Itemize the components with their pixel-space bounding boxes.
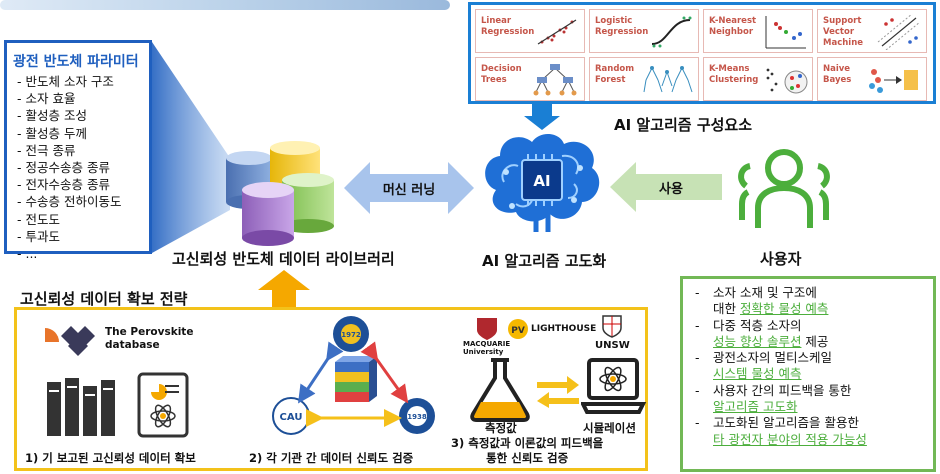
strategy-box: The Perovskite database 1) 기 보고된 고신뢰성 데이… [14,307,648,471]
algo-linear-regression: Linear Regression [475,9,585,53]
step3-label: 3) 측정값과 이론값의 피드백을 통한 신뢰도 검증 [451,436,604,465]
svg-text:PV: PV [511,326,525,336]
step1-label: 1) 기 보고된 고신뢰성 데이터 확보 [25,451,196,465]
feedback-arrows [537,376,579,408]
lighthouse-logo-icon: PV [508,319,528,339]
database-icon [226,141,334,246]
data-stack-icon [335,356,377,402]
library-label: 고신뢰성 반도체 데이터 라이브러리 [172,250,395,268]
seal-year-1972: 1972 [341,331,361,339]
ai-chip-label: AI [533,172,550,190]
usage-label: 사용 [659,181,683,197]
algo-naive-bayes: Naive Bayes [817,57,927,101]
algo-label: K-Nearest Neighbor [709,16,757,37]
measured-label: 측정값 [485,421,517,435]
parameter-item: - 투과도 [17,228,60,244]
laptop-simulation-icon [581,358,647,414]
algo-k-means-clustering: K-Means Clustering [703,57,813,101]
algo-label: K-Means Clustering [709,64,759,85]
simulation-label: 시뮬레이션 [583,421,636,435]
parameter-item: - 정공수송층 종류 [17,160,110,176]
macquarie-label: MACQUARIE University [463,340,511,356]
algo-label: Linear Regression [481,16,535,37]
algo-k-nearest-neighbor: K-Nearest Neighbor [703,9,813,53]
strategy-up-arrow [258,270,310,310]
algo-support-vector-machine: Support Vector Machine [817,9,927,53]
parameter-item: - 전극 종류 [17,142,76,158]
usage-arrow [610,162,722,212]
step2-label: 2) 각 기관 간 데이터 신뢰도 검증 [249,451,414,465]
machine-learning-arrow [344,162,474,214]
parameter-item: - ... [17,246,38,262]
user-label: 사용자 [760,250,802,268]
cau-logo-text: CAU [280,412,303,423]
users-icon [738,149,830,228]
institution-network: 1972 CAU 1938 [272,316,435,435]
decision-tree-icon [533,64,577,96]
parameter-funnel [152,42,230,253]
algo-down-arrow [524,104,560,130]
svm-icon [877,14,921,50]
ai-advance-label: AI 알고리즘 고도화 [482,252,607,270]
seal-year-1938: 1938 [407,413,427,421]
ai-brain-icon: AI [485,133,600,232]
algo-random-forest: Random Forest [589,57,699,101]
parameter-item: - 활성층 조성 [17,108,87,124]
scatter-line-icon [537,19,577,45]
algo-label: Decision Trees [481,64,522,85]
k-means-icon [766,68,808,94]
algo-label: Random Forest [595,64,635,85]
parameter-item: - 소자 효율 [17,91,76,107]
machine-learning-label: 머신 러닝 [382,182,436,198]
strategy-title: 고신뢰성 데이터 확보 전략 [20,290,188,308]
sigmoid-icon [651,16,692,48]
algo-label: Naive Bayes [823,64,852,85]
unsw-crest-icon [602,315,622,338]
naive-bayes-icon [869,69,918,93]
macquarie-logo-icon [477,318,497,340]
unsw-label: UNSW [595,340,630,351]
parameter-item: - 수송층 전하이동도 [17,194,122,210]
algorithm-components-title: AI 알고리즘 구성요소 [614,116,753,134]
parameter-box: 광전 반도체 파라미터 - 반도체 소자 구조 - 소자 효율 - 활성층 조성… [4,40,152,261]
random-forest-icon [643,66,693,93]
parameter-item: - 전도도 [17,211,60,227]
algorithm-components-box: Linear Regression Logistic Regression K-… [468,2,936,104]
lighthouse-label: LIGHTHOUSE [531,324,597,334]
algo-label: Logistic Regression [595,16,649,37]
perovskite-logo-icon [45,326,95,356]
perovskite-db-label: The Perovskite database [105,326,194,351]
flask-icon [470,358,530,422]
top-decor-bar [0,0,450,10]
parameter-item: - 반도체 소자 구조 [17,74,114,89]
algo-decision-trees: Decision Trees [475,57,585,101]
parameter-item: - 전자수송층 종류 [17,177,110,193]
parameter-item: - 활성층 두께 [17,125,87,141]
parameter-title: 광전 반도체 파라미터 [13,54,139,70]
report-icon [137,372,189,438]
books-icon [47,378,115,436]
parameter-list: - 반도체 소자 구조 - 소자 효율 - 활성층 조성 - 활성층 두께 - … [17,73,121,262]
algo-label: Support Vector Machine [823,16,864,48]
algo-logistic-regression: Logistic Regression [589,9,699,53]
knn-icon [765,16,806,49]
